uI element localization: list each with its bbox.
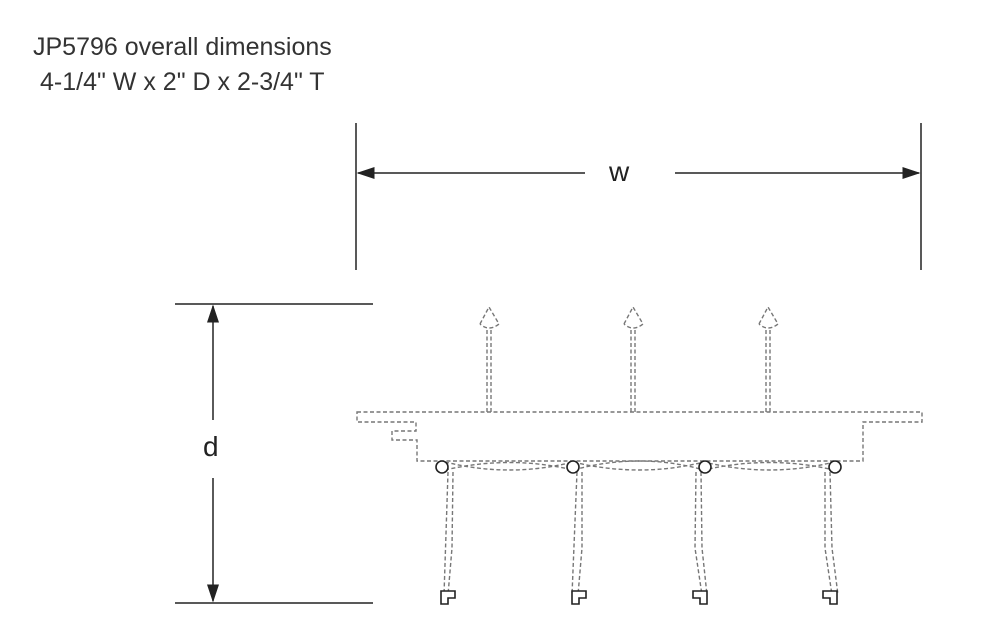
depth-dimension [175, 303, 373, 604]
arms [443, 471, 839, 596]
diagram-subtitle: 4-1/4" W x 2" D x 2-3/4" T [40, 68, 325, 96]
chandelier-outline [356, 305, 923, 605]
width-label: w [608, 156, 630, 187]
width-dimension [355, 123, 922, 270]
depth-label: d [203, 431, 219, 462]
diagram-title: JP5796 overall dimensions [33, 33, 332, 61]
finials [479, 305, 779, 412]
sockets [435, 460, 842, 605]
